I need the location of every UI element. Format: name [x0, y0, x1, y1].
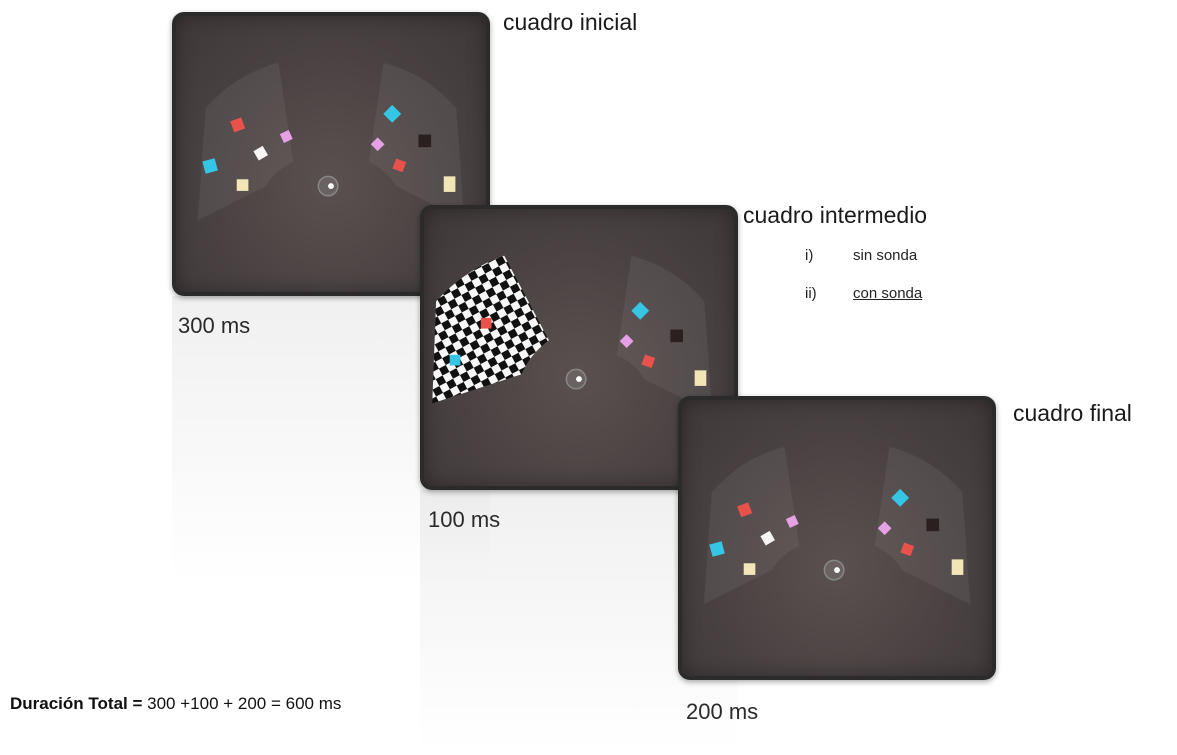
square-cyan: [383, 104, 402, 123]
option-without-probe: i) sin sonda: [805, 247, 917, 264]
square-cyan: [631, 301, 650, 320]
right-wedge: [368, 62, 465, 221]
stimulus-initial: [197, 62, 465, 221]
option-text: con sonda: [853, 285, 923, 302]
square-cream: [951, 559, 964, 575]
checkerboard-probe: [432, 255, 549, 404]
square-red: [392, 158, 407, 173]
square-pink: [785, 515, 799, 528]
frame-final-duration: 200 ms: [686, 699, 759, 724]
left-wedge: [197, 62, 294, 221]
square-pink: [619, 334, 634, 349]
frame-intermediate-title: cuadro intermedio: [743, 202, 928, 228]
square-red: [900, 542, 915, 557]
right-wedge: [616, 255, 713, 414]
option-with-probe: ii) con sonda: [805, 285, 922, 302]
square-cream: [743, 563, 756, 575]
stimulus-final: [703, 446, 971, 605]
total-duration: Duración Total = 300 +100 + 200 = 600 ms: [10, 694, 341, 714]
square-red: [480, 317, 492, 329]
option-number: ii): [805, 285, 817, 302]
square-cyan: [449, 354, 461, 366]
frame-final: [678, 396, 996, 680]
square-cyan: [709, 541, 725, 557]
option-text: sin sonda: [853, 247, 918, 264]
square-white: [253, 145, 269, 161]
fixation-point: [823, 559, 845, 581]
right-wedge: [874, 446, 971, 605]
square-cream: [694, 370, 707, 386]
frame-intermediate-duration: 100 ms: [428, 507, 501, 532]
square-dark: [670, 329, 683, 343]
square-red: [737, 502, 753, 518]
total-duration-label: Duración Total =: [10, 694, 143, 713]
frame-final-title: cuadro final: [1013, 400, 1132, 426]
square-pink: [279, 130, 293, 143]
total-duration-formula: 300 +100 + 200 = 600 ms: [147, 694, 342, 713]
square-cream: [443, 176, 456, 192]
stimulus-intermediate: [432, 255, 713, 414]
left-wedge: [703, 446, 800, 605]
option-number: i): [805, 247, 814, 264]
square-dark: [926, 518, 940, 532]
frame-initial-title: cuadro inicial: [503, 9, 638, 35]
square-red: [641, 354, 656, 369]
square-red: [230, 117, 246, 133]
square-dark: [418, 134, 432, 148]
square-cream: [236, 179, 249, 191]
square-white: [760, 530, 775, 546]
frame-initial-duration: 300 ms: [178, 313, 251, 338]
square-cyan: [202, 158, 218, 174]
